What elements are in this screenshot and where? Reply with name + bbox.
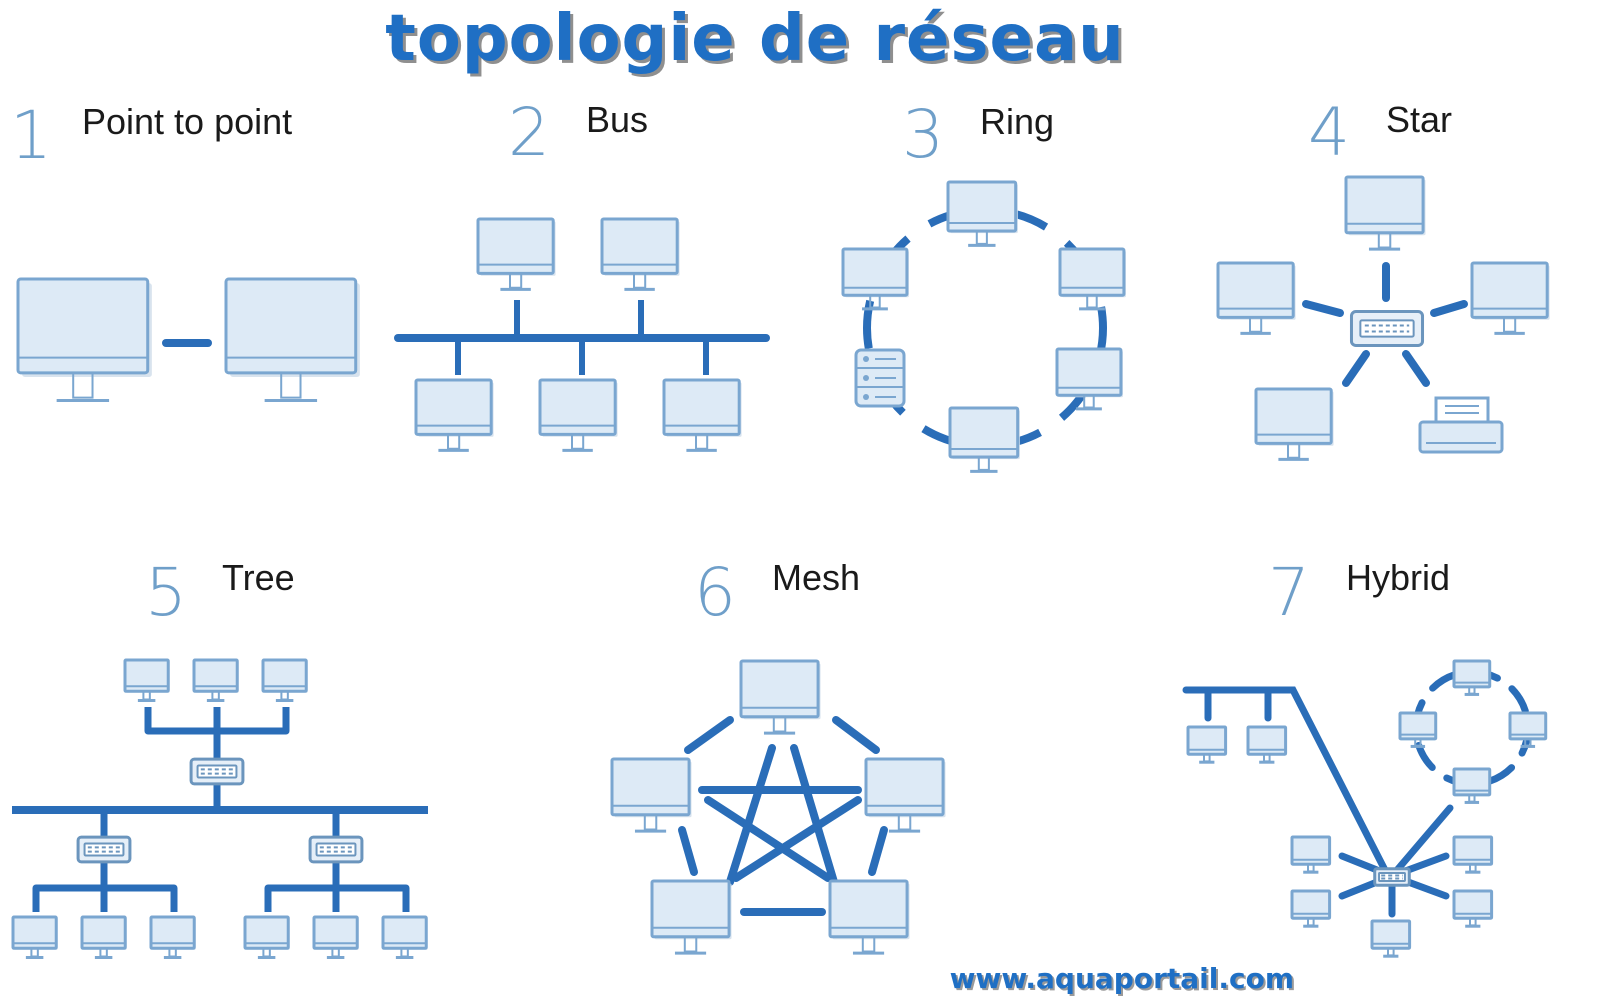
topology-number: 4	[1308, 94, 1350, 171]
topology-label-hybrid: Hybrid	[1346, 557, 1451, 598]
ring-diagram	[841, 180, 1128, 473]
topology-number: 6	[694, 554, 736, 631]
computer-icon	[1216, 261, 1297, 335]
topology-number: 7	[1268, 554, 1310, 631]
computer-icon	[1291, 890, 1332, 927]
computer-icon	[946, 180, 1019, 247]
computer-icon	[1453, 890, 1494, 927]
bus-diagram	[394, 217, 770, 452]
computer-icon	[1453, 768, 1492, 804]
computer-icon	[193, 659, 240, 702]
computer-icon	[414, 378, 495, 452]
computer-icon	[81, 916, 128, 959]
computer-icon	[1371, 920, 1412, 957]
computer-icon	[739, 659, 822, 735]
switch-icon	[77, 836, 131, 863]
switch-icon	[1350, 310, 1424, 347]
computer-icon	[1058, 247, 1128, 310]
topology-label-bus: Bus	[586, 99, 649, 140]
computer-icon	[18, 279, 152, 400]
computer-icon	[650, 879, 733, 955]
topology-number: 1	[10, 97, 52, 174]
computer-icon	[662, 378, 743, 452]
page-title: topologie de réseau	[385, 2, 1125, 76]
computer-icon	[1291, 836, 1332, 873]
computer-icon	[841, 247, 911, 310]
topology-number: 5	[145, 554, 187, 631]
website-watermark: www.aquaportail.com	[949, 962, 1294, 995]
switch-icon	[1374, 868, 1410, 886]
computer-icon	[1254, 387, 1335, 461]
point-to-point-diagram	[18, 279, 360, 400]
printer-icon	[1418, 396, 1504, 454]
computer-icon	[948, 406, 1021, 473]
computer-icon	[382, 916, 429, 959]
switch-icon	[309, 836, 363, 863]
topology-number: 2	[508, 94, 550, 171]
computer-icon	[538, 378, 619, 452]
server-icon	[854, 348, 906, 408]
computer-icon	[1453, 660, 1492, 696]
computer-icon	[244, 916, 291, 959]
computer-icon	[1344, 175, 1427, 251]
computer-icon	[313, 916, 360, 959]
tree-diagram	[12, 659, 429, 959]
computer-icon	[828, 879, 911, 955]
computer-icon	[1399, 712, 1438, 748]
topology-label-ring: Ring	[980, 101, 1055, 142]
computer-icon	[1055, 347, 1125, 410]
computer-icon	[476, 217, 557, 291]
topology-label-point-to-point: Point to point	[82, 101, 293, 142]
computer-icon	[600, 217, 681, 291]
computer-icon	[262, 659, 309, 702]
computer-icon	[1470, 261, 1551, 335]
computer-icon	[864, 757, 947, 833]
mesh-diagram	[610, 659, 947, 955]
computer-icon	[1187, 726, 1228, 763]
computer-icon	[1247, 726, 1288, 763]
computer-icon	[150, 916, 197, 959]
star-diagram	[1216, 175, 1551, 461]
computer-icon	[124, 659, 171, 702]
computer-icon	[1453, 836, 1494, 873]
switch-icon	[190, 758, 244, 785]
topology-label-star: Star	[1386, 99, 1453, 140]
computer-icon	[226, 279, 360, 400]
topology-label-mesh: Mesh	[772, 557, 861, 598]
topology-label-tree: Tree	[222, 557, 295, 598]
topology-number: 3	[902, 96, 944, 173]
hybrid-diagram	[1182, 660, 1548, 957]
computer-icon	[12, 916, 59, 959]
computer-icon	[610, 757, 693, 833]
